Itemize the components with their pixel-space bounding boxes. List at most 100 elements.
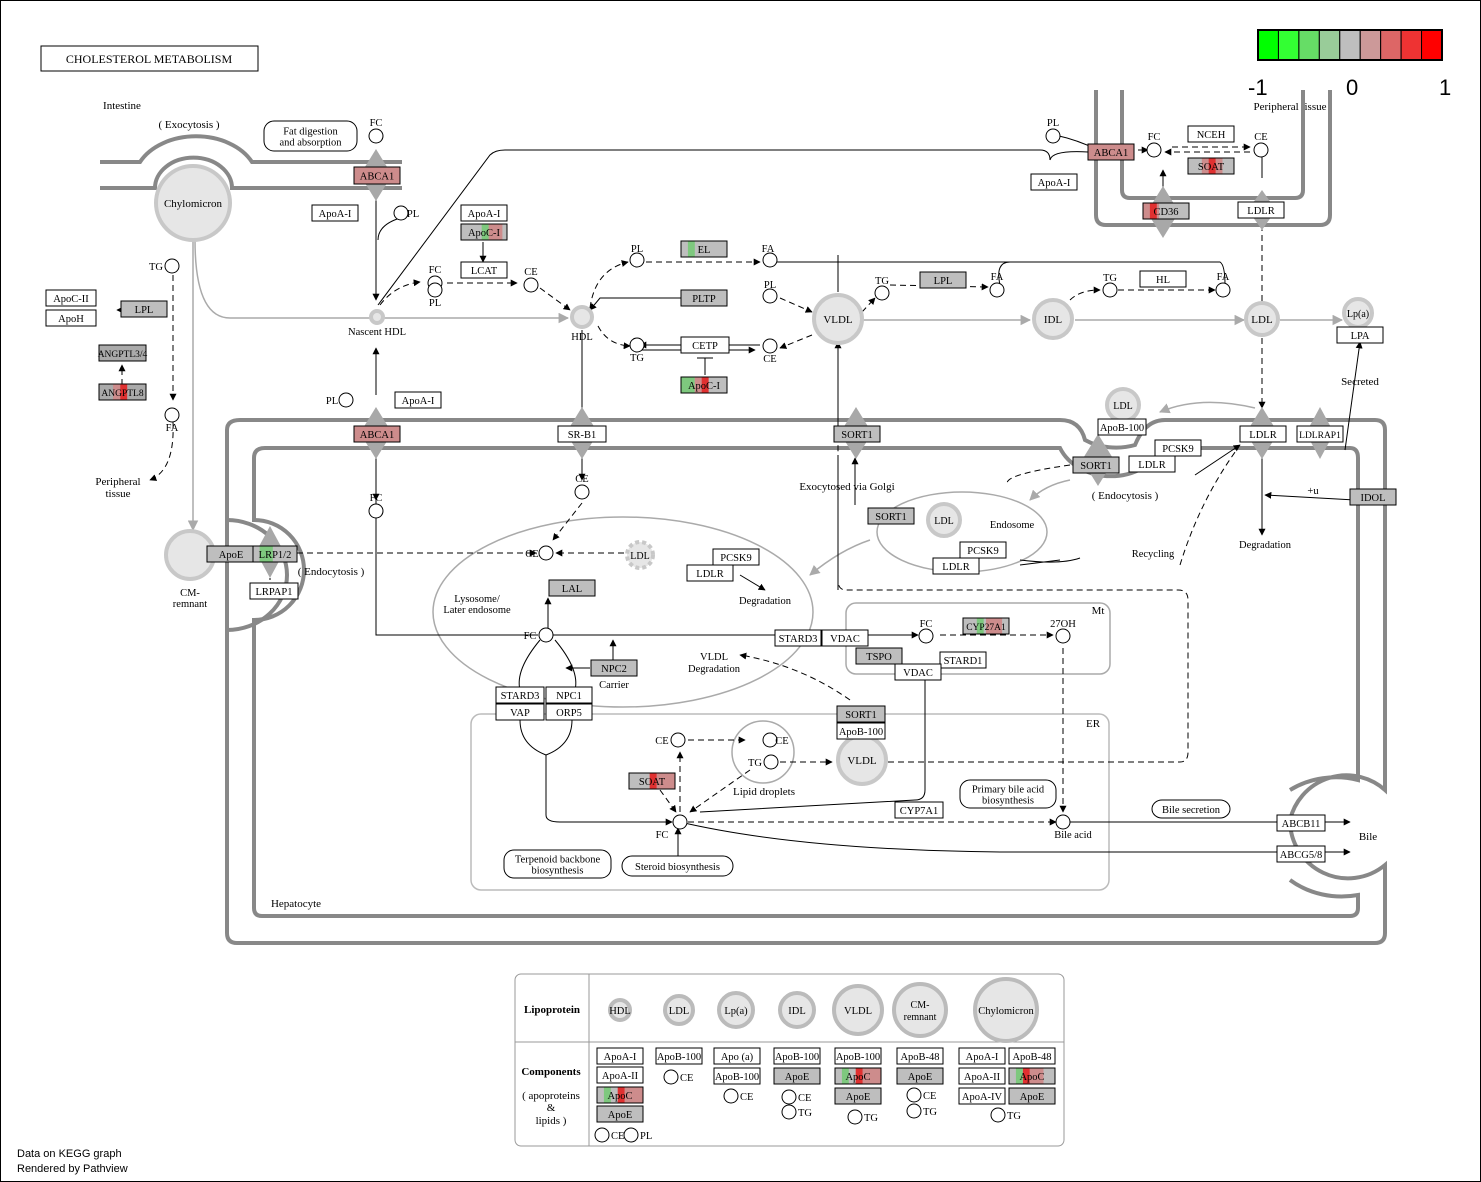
gene-node[interactable]: SORT1 — [836, 705, 886, 723]
gene-node[interactable]: STARD3 — [495, 686, 545, 704]
lipoprotein-sphere[interactable]: VLDL — [836, 734, 888, 786]
compound-circle[interactable]: CE — [762, 732, 789, 748]
compound-circle[interactable]: CE — [762, 338, 778, 365]
gene-node[interactable]: PLTP — [680, 289, 728, 307]
gene-node[interactable]: LDLR — [1237, 201, 1285, 219]
compound-circle[interactable]: PL — [393, 205, 419, 221]
gene-node[interactable]: VAP — [495, 703, 545, 721]
compound-circle[interactable]: CE — [574, 474, 590, 500]
lipoprotein-sphere[interactable]: LDL — [926, 502, 962, 538]
gene-node[interactable]: NPC2 — [590, 659, 638, 677]
gene-node[interactable]: NPC1 — [545, 686, 593, 704]
gene-node[interactable]: LDLR — [932, 557, 980, 575]
compound-circle[interactable]: FA — [762, 244, 778, 268]
gene-node[interactable]: SOAT — [1187, 157, 1235, 175]
gene-node[interactable]: STARD3 — [774, 629, 822, 647]
lipoprotein-sphere[interactable] — [570, 305, 594, 329]
gene-node[interactable]: ANGPTL8 — [98, 383, 147, 401]
gene-node[interactable]: LPA — [1336, 326, 1384, 344]
gene-node[interactable]: SR-B1 — [557, 425, 607, 443]
gene-node[interactable]: ABCA1 — [1087, 143, 1135, 161]
gene-node[interactable]: ANGPTL3/4 — [98, 344, 148, 362]
gene-node[interactable]: ApoC-I — [680, 376, 728, 394]
gene-node[interactable]: IDOL — [1349, 488, 1397, 506]
compound-circle[interactable]: CE — [1253, 132, 1269, 158]
gene-node[interactable]: SORT1 — [1072, 456, 1120, 474]
gene-node[interactable]: CD36 — [1142, 202, 1190, 220]
pathway-map-link[interactable]: Bile secretion — [1151, 799, 1231, 819]
compound-circle[interactable]: 27OH — [1050, 619, 1076, 644]
gene-node[interactable]: ApoH — [45, 309, 97, 327]
gene-node[interactable]: LDLR — [1128, 455, 1176, 473]
compound-circle[interactable]: CE — [523, 267, 539, 293]
gene-node[interactable]: CYP7A1 — [894, 801, 944, 819]
gene-node[interactable]: CYP27A1 — [962, 617, 1010, 635]
compound-circle[interactable]: FA — [989, 272, 1005, 298]
gene-node[interactable]: ApoE — [206, 545, 256, 563]
gene-node[interactable]: EL — [680, 240, 728, 258]
gene-node[interactable]: ABCG5/8 — [1276, 845, 1326, 863]
gene-node[interactable]: PCSK9 — [959, 541, 1007, 559]
compound-circle[interactable]: FC — [368, 118, 384, 144]
compound-circle[interactable]: PL — [1045, 118, 1061, 144]
compound-circle[interactable]: CE — [655, 732, 686, 748]
compound-circle[interactable]: PL — [427, 282, 443, 309]
gene-node[interactable]: ApoB-100 — [836, 722, 886, 740]
gene-node[interactable]: ABCA1 — [353, 425, 401, 443]
compound-circle[interactable]: PL — [762, 280, 778, 304]
gene-node[interactable]: LAL — [548, 579, 596, 597]
lipoprotein-sphere[interactable]: VLDL — [812, 293, 864, 345]
compound-circle[interactable]: FC — [1146, 132, 1162, 158]
compound-circle[interactable]: PL — [326, 392, 354, 408]
gene-node[interactable]: ApoB-100 — [1097, 418, 1147, 436]
gene-node[interactable]: ApoA-I — [460, 204, 508, 222]
compound-circle[interactable]: FC — [524, 627, 554, 643]
compound-circle[interactable]: TG — [629, 337, 645, 364]
gene-node[interactable]: ApoC-II — [45, 289, 97, 307]
gene-node[interactable]: ORP5 — [545, 703, 593, 721]
gene-node[interactable]: SORT1 — [833, 425, 881, 443]
gene-node[interactable]: ApoA-I — [394, 391, 442, 409]
gene-node[interactable]: LRP1/2 — [252, 545, 298, 563]
gene-node[interactable]: SORT1 — [867, 507, 915, 525]
compound-circle[interactable]: Bile acid — [1054, 814, 1093, 841]
gene-node[interactable]: PCSK9 — [712, 548, 760, 566]
gene-node[interactable]: NCEH — [1187, 125, 1235, 143]
compound-circle[interactable]: FA — [164, 407, 180, 434]
gene-node[interactable]: SOAT — [628, 772, 676, 790]
compound-circle[interactable]: TG — [149, 258, 180, 274]
compound-circle[interactable]: TG — [1102, 273, 1118, 298]
compound-circle[interactable]: FC — [918, 619, 934, 644]
pathway-map-link[interactable]: Steroid biosynthesis — [621, 855, 734, 877]
gene-node[interactable]: ABCB11 — [1276, 814, 1326, 832]
gene-node[interactable]: HL — [1139, 270, 1187, 288]
gene-node[interactable]: ApoA-I — [311, 204, 359, 222]
gene-node[interactable]: LDLR — [686, 564, 734, 582]
compound-circle[interactable]: TG — [748, 754, 779, 770]
gene-node[interactable]: LPL — [919, 271, 967, 289]
gene-node[interactable]: ApoA-I — [1030, 173, 1078, 191]
gene-node[interactable]: LPL — [120, 300, 168, 318]
compound-circle[interactable]: PL — [629, 244, 645, 268]
gene-node[interactable]: LDLR — [1239, 425, 1287, 443]
lipoprotein-sphere[interactable] — [369, 309, 385, 325]
lipoprotein-sphere[interactable]: Lp(a) — [1342, 297, 1374, 329]
gene-node[interactable]: ABCA1 — [353, 166, 401, 185]
gene-node[interactable]: VDAC — [894, 663, 942, 681]
lipoprotein-sphere[interactable]: IDL — [1032, 298, 1074, 340]
lipoprotein-sphere[interactable]: LDL — [1105, 387, 1141, 423]
gene-node[interactable]: LRPAP1 — [249, 582, 299, 600]
compound-circle[interactable]: FC — [656, 814, 688, 841]
compound-circle[interactable]: FC — [368, 493, 384, 519]
gene-node[interactable]: ApoC-I — [460, 223, 508, 241]
compound-circle[interactable]: TG — [874, 276, 890, 301]
gene-node[interactable]: CETP — [680, 336, 730, 354]
gene-node[interactable]: STARD1 — [939, 651, 987, 669]
compound-circle[interactable]: CE — [525, 545, 554, 561]
compound-circle[interactable]: FA — [1215, 272, 1231, 298]
gene-node[interactable]: PCSK9 — [1154, 439, 1202, 457]
lipoprotein-sphere[interactable]: Chylomicron — [154, 164, 232, 242]
